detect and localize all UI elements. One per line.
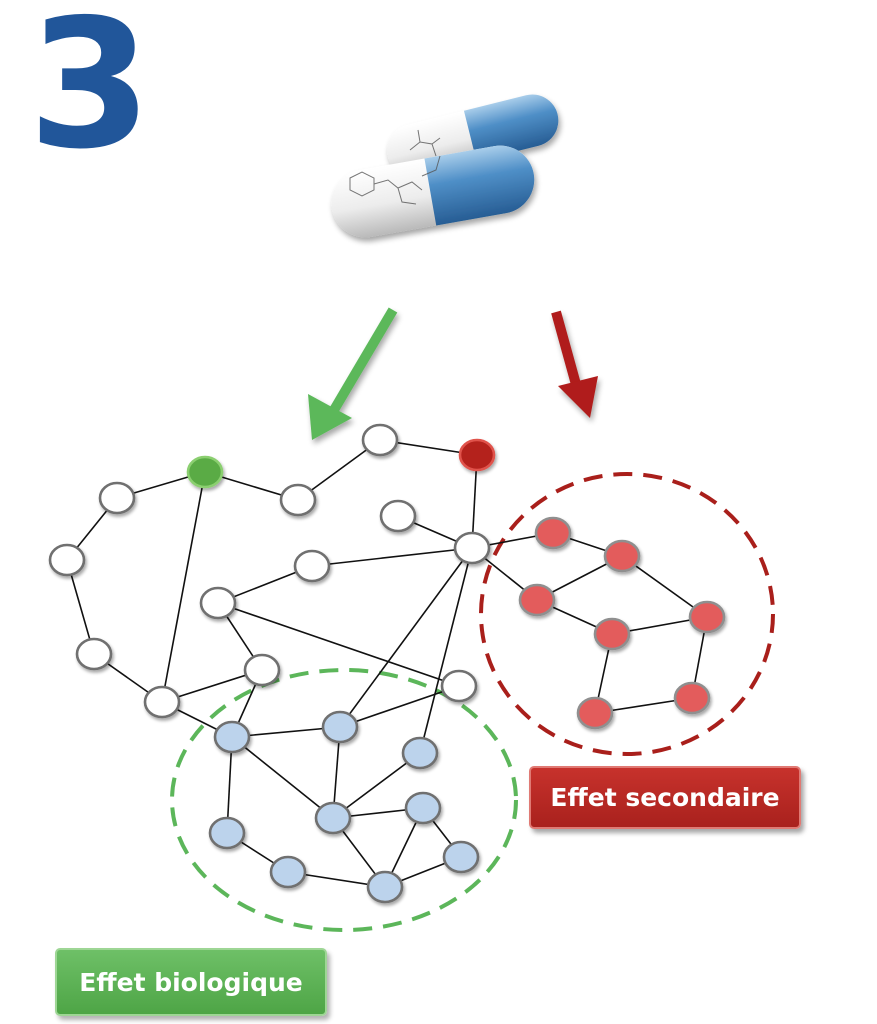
capsule-back: [386, 94, 559, 177]
network-edge: [339, 685, 460, 728]
network-node-white: [243, 653, 281, 687]
network-node-bio: [314, 801, 352, 835]
network-node-bio: [442, 840, 480, 874]
network-node-side: [534, 516, 572, 550]
network-edge: [161, 471, 206, 703]
network-edge: [231, 736, 334, 819]
network-node-white: [199, 586, 237, 620]
network-node-side: [576, 696, 614, 730]
red-arrow: [551, 310, 598, 418]
capsule-front: [331, 145, 535, 238]
network-node-bio: [321, 710, 359, 744]
network-node-white: [48, 543, 86, 577]
side-effect-region: [479, 472, 775, 756]
network-node-white: [143, 685, 181, 719]
network-node-side: [673, 681, 711, 715]
biological-effect-label: Effet biologique: [55, 948, 327, 1016]
network-node-side: [518, 583, 556, 617]
biological-effect-region: [170, 668, 518, 932]
network-node-bio: [208, 816, 246, 850]
network-node-side: [603, 539, 641, 573]
step-number: 3: [28, 0, 152, 188]
network-nodes: [48, 423, 726, 904]
network-edge: [419, 547, 473, 754]
network-node-bio: [401, 736, 439, 770]
network-node-offtarget: [458, 438, 496, 472]
network-edge: [311, 547, 473, 567]
network-edge: [217, 602, 460, 687]
network-node-target: [186, 455, 224, 489]
network-edge: [339, 547, 473, 728]
network-node-bio: [366, 870, 404, 904]
network-edge: [332, 752, 421, 819]
network-node-white: [279, 483, 317, 517]
network-node-white: [379, 499, 417, 533]
network-node-bio: [404, 791, 442, 825]
molecule-sketch: [349, 129, 441, 205]
network-node-white: [75, 637, 113, 671]
network-node-bio: [213, 720, 251, 754]
network-node-white: [98, 481, 136, 515]
network-node-white: [361, 423, 399, 457]
green-arrow: [308, 307, 398, 440]
network-node-white: [440, 669, 478, 703]
network-node-white: [453, 531, 491, 565]
network-node-side: [688, 600, 726, 634]
network-node-white: [293, 549, 331, 583]
drug-capsules-image: [331, 94, 559, 238]
side-effect-label: Effet secondaire: [529, 766, 801, 829]
network-node-bio: [269, 855, 307, 889]
network-node-side: [593, 617, 631, 651]
